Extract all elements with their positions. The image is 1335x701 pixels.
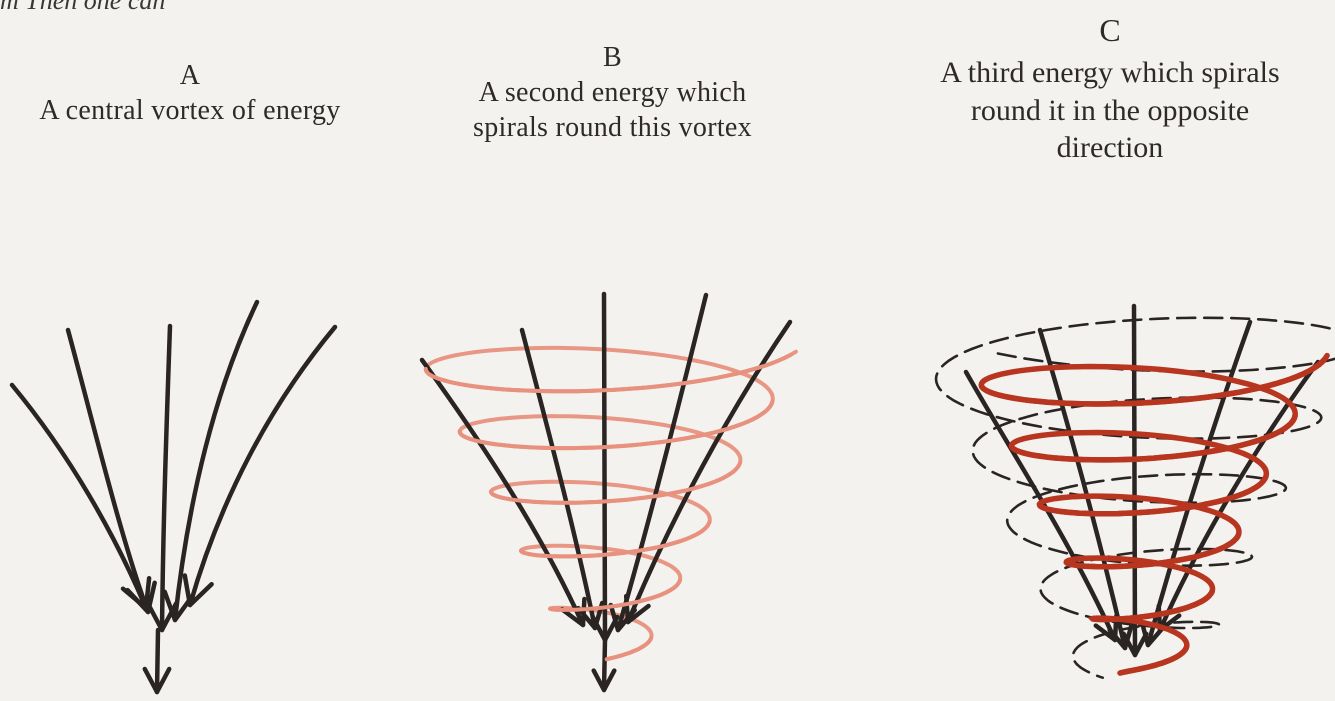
- vortex-arrow-shaft: [68, 330, 148, 612]
- vortex-arrow-shaft: [604, 294, 605, 640]
- spiral-energy-front: [426, 355, 791, 392]
- panel-c-counter-spiral: [936, 306, 1335, 678]
- vortex-arrow-shaft: [1040, 330, 1125, 648]
- vortex-arrow-shaft: [522, 330, 595, 628]
- vortex-arrow-shaft: [190, 327, 335, 605]
- spiral-energy-front: [981, 359, 1325, 404]
- vortex-arrow-shaft: [162, 326, 170, 630]
- panel-a-central-vortex: [12, 302, 335, 692]
- panel-b-single-spiral: [422, 294, 796, 690]
- vortex-arrow-shaft: [157, 630, 158, 692]
- vortex-arrow-shaft: [1134, 306, 1135, 655]
- spiral-energy-front: [607, 638, 651, 659]
- spiral-energy-front: [1120, 647, 1187, 673]
- vortex-arrow-shaft: [422, 360, 583, 625]
- vortex-arrow-shaft: [12, 385, 146, 608]
- vortex-arrow-shaft: [618, 295, 706, 630]
- vortex-arrow-shaft: [604, 640, 605, 690]
